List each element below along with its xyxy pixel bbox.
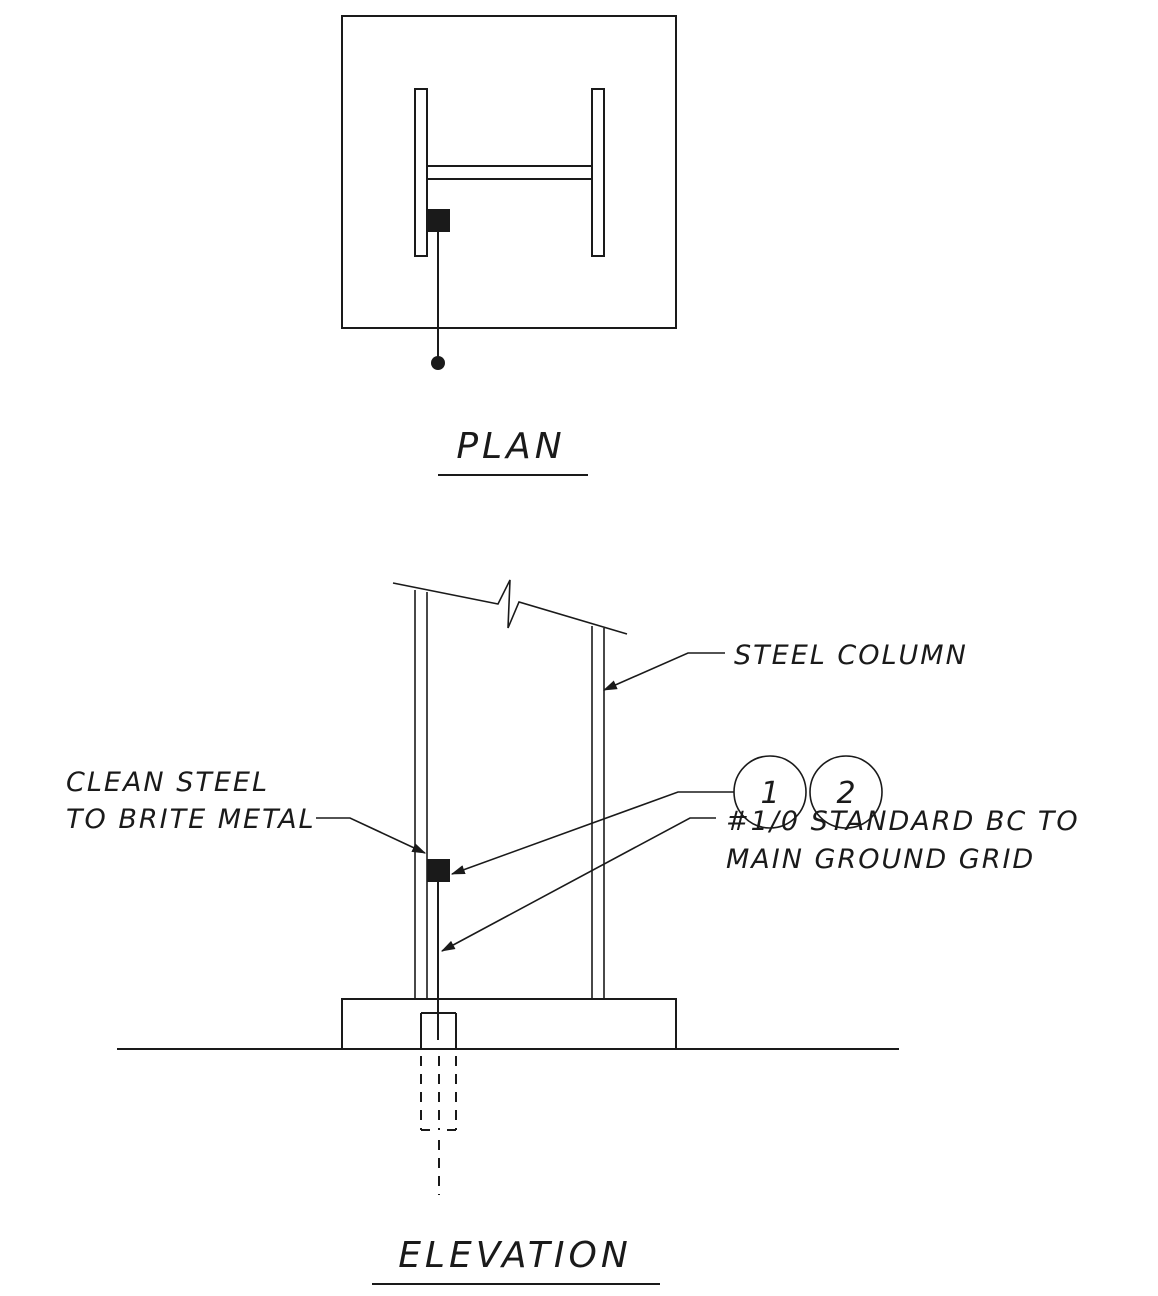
detail-bubble-2-label: 2 xyxy=(836,776,855,811)
steel-column-leader xyxy=(602,652,725,691)
detail-bubble-1-label: 1 xyxy=(760,776,779,811)
concrete-pier xyxy=(341,998,677,1050)
clean-steel-callout-line2: TO BRITE METAL xyxy=(66,804,316,835)
plan-ground-connection-point xyxy=(431,356,445,370)
elevation-connection-lug xyxy=(427,859,450,882)
clean-steel-leader xyxy=(316,817,427,854)
plan-right-flange xyxy=(591,88,605,257)
elevation-view: STEEL COLUMN 1 2 CLEAN STEEL TO BRITE ME… xyxy=(66,579,1080,1285)
conductor-callout-line1: #1/0 STANDARD BC TO xyxy=(726,806,1080,837)
plan-title: PLAN xyxy=(456,426,565,467)
conductor-callout-line2: MAIN GROUND GRID xyxy=(726,844,1035,875)
plan-left-flange xyxy=(414,88,428,257)
plan-h-beam-section xyxy=(414,88,605,257)
plan-web xyxy=(426,165,593,180)
detail-bubble-2 xyxy=(809,755,883,829)
column-break-line xyxy=(392,579,628,635)
plan-connection-lug xyxy=(427,209,450,232)
conductor-leader xyxy=(440,817,716,952)
elevation-steel-column xyxy=(414,590,605,998)
elevation-title: ELEVATION xyxy=(398,1235,632,1276)
steel-column-callout: STEEL COLUMN xyxy=(734,640,968,671)
clean-steel-callout-line1: CLEAN STEEL xyxy=(66,767,269,798)
plan-view: PLAN xyxy=(341,15,677,476)
plan-base-plate xyxy=(341,15,677,329)
embedded-ground-rod xyxy=(420,1012,457,1195)
detail-bubble-leader xyxy=(450,791,734,875)
